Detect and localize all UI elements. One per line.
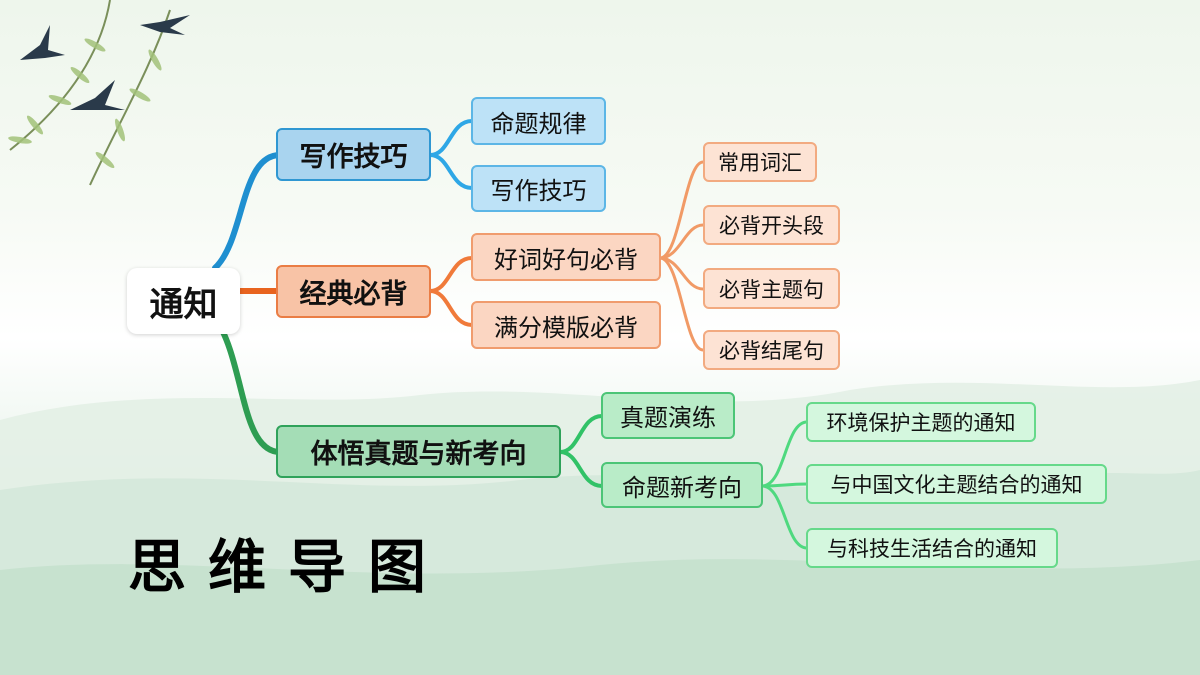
branch-writing-skills: 写作技巧 bbox=[276, 128, 431, 181]
node-common-vocab: 常用词汇 bbox=[703, 142, 817, 182]
footer-title: 思维导图 bbox=[128, 533, 449, 601]
node-exam-practice: 真题演练 bbox=[601, 392, 735, 439]
node-topic-sentence: 必背主题句 bbox=[703, 268, 840, 309]
node-chinese-culture-notice: 与中国文化主题结合的通知 bbox=[806, 464, 1107, 504]
swallow-birds-icon bbox=[20, 15, 190, 110]
node-tech-life-notice: 与科技生活结合的通知 bbox=[806, 528, 1058, 568]
branch-classic-recite: 经典必背 bbox=[276, 265, 431, 318]
willow-branch-decoration bbox=[8, 0, 171, 186]
root-node: 通知 bbox=[127, 268, 240, 334]
node-new-trends: 命题新考向 bbox=[601, 462, 763, 508]
node-writing-skills: 写作技巧 bbox=[471, 165, 606, 212]
node-full-score-templates: 满分模版必背 bbox=[471, 301, 661, 349]
branch-real-exam: 体悟真题与新考向 bbox=[276, 425, 561, 478]
node-opening-paragraph: 必背开头段 bbox=[703, 205, 840, 245]
node-environment-notice: 环境保护主题的通知 bbox=[806, 402, 1036, 442]
node-closing-sentence: 必背结尾句 bbox=[703, 330, 840, 370]
node-good-phrases: 好词好句必背 bbox=[471, 233, 661, 281]
node-proposition-rules: 命题规律 bbox=[471, 97, 606, 145]
